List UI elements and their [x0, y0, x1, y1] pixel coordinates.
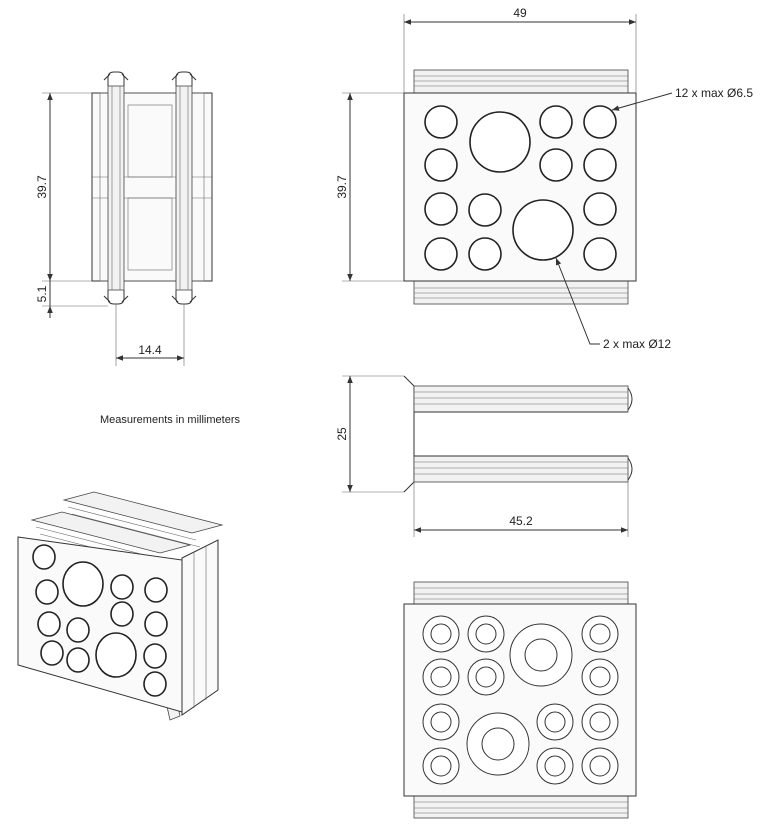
rear-view: [403, 581, 637, 819]
side-height-label: 39.7: [35, 175, 49, 199]
isometric-view: [17, 491, 224, 721]
top-depth-label: 25: [335, 427, 349, 441]
front-height-label: 39.7: [335, 175, 349, 199]
front-holes: [424, 105, 617, 271]
side-bottom-label: 5.1: [35, 285, 49, 302]
front-view: 49 39.7 12 x max Ø6.5 2 x max Ø12: [335, 6, 753, 351]
small-holes-callout: 12 x max Ø6.5: [675, 86, 753, 100]
top-width-label: 45.2: [509, 514, 533, 528]
side-view: 39.7 5.1 14.4: [35, 71, 213, 366]
top-view: 25 45.2: [335, 375, 633, 537]
side-width-label: 14.4: [138, 343, 162, 357]
front-width-label: 49: [513, 6, 527, 20]
iso-holes: [32, 544, 168, 697]
units-note: Measurements in millimeters: [100, 414, 240, 426]
rear-holes: [422, 615, 619, 785]
large-holes-callout: 2 x max Ø12: [603, 337, 671, 351]
